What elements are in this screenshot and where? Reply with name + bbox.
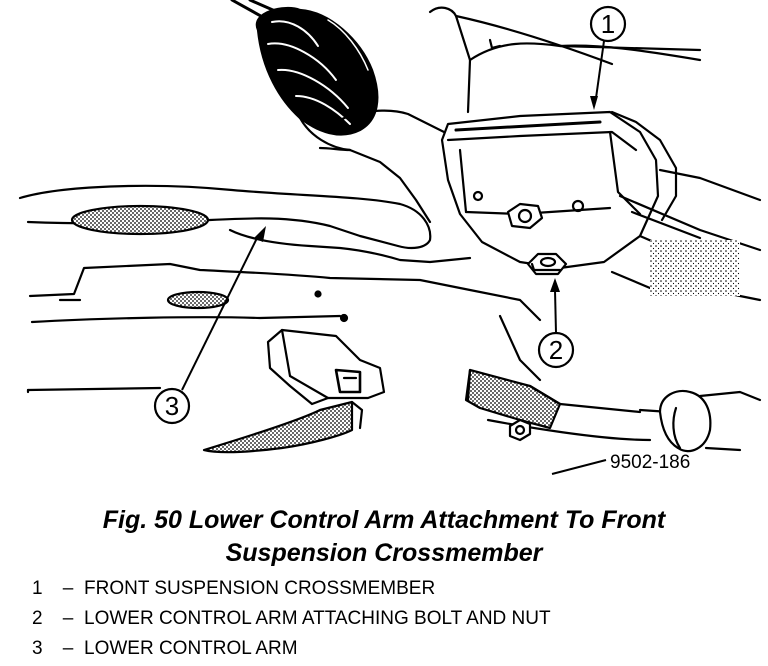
lower-bolt bbox=[526, 252, 568, 276]
callout-1-leader bbox=[595, 40, 605, 99]
legend-label: LOWER CONTROL ARM bbox=[84, 638, 298, 659]
figure-code: 9502-186 bbox=[551, 452, 690, 475]
callout-3-circle bbox=[153, 387, 191, 425]
callout-2-label: 2 bbox=[549, 335, 563, 365]
callout-2-leader bbox=[554, 289, 557, 334]
suspension-illustration: 1 2 3 9502-186 bbox=[18, 0, 762, 475]
figure-caption: Fig. 50 Lower Control Arm Attachment To … bbox=[0, 504, 768, 570]
frame-rail bbox=[610, 168, 762, 302]
callout-3: 3 bbox=[153, 226, 266, 425]
callout-1-arrowhead bbox=[590, 96, 598, 110]
callout-2-arrowhead bbox=[550, 278, 560, 292]
body-panel bbox=[428, 6, 702, 114]
crossmember-bracket bbox=[440, 110, 678, 270]
cv-boot bbox=[255, 6, 379, 136]
callout-1-label: 1 bbox=[601, 9, 615, 39]
legend-number: 3 bbox=[32, 638, 43, 659]
legend-number: 2 bbox=[32, 608, 43, 629]
legend-item: 1 – FRONT SUSPENSION CROSSMEMBER bbox=[32, 574, 551, 604]
callout-3-arrowhead bbox=[254, 226, 266, 242]
legend-item: 2 – LOWER CONTROL ARM ATTACHING BOLT AND… bbox=[32, 604, 551, 634]
caption-line-1: Fig. 50 Lower Control Arm Attachment To … bbox=[102, 506, 666, 534]
caption-line-2: Suspension Crossmember bbox=[225, 539, 543, 567]
callout-1: 1 bbox=[589, 5, 627, 110]
hub bbox=[658, 389, 762, 453]
callout-1-circle bbox=[589, 5, 627, 43]
legend-dash: – bbox=[62, 608, 74, 629]
callout-2: 2 bbox=[537, 278, 575, 369]
lower-bracket-left bbox=[202, 328, 386, 454]
legend-item: 3 – LOWER CONTROL ARM bbox=[32, 634, 551, 664]
callout-3-leader bbox=[181, 235, 259, 391]
callout-3-label: 3 bbox=[165, 391, 179, 421]
lower-control-arm bbox=[18, 109, 472, 310]
lower-body bbox=[26, 262, 702, 416]
legend-number: 1 bbox=[32, 578, 43, 599]
legend-dash: – bbox=[62, 638, 74, 659]
legend: 1 – FRONT SUSPENSION CROSSMEMBER 2 – LOW… bbox=[32, 574, 551, 664]
legend-label: LOWER CONTROL ARM ATTACHING BOLT AND NUT bbox=[84, 608, 551, 629]
lower-bracket-right bbox=[464, 368, 652, 442]
legend-dash: – bbox=[62, 578, 74, 599]
legend-label: FRONT SUSPENSION CROSSMEMBER bbox=[84, 578, 436, 599]
figure-code-text: 9502-186 bbox=[610, 452, 690, 473]
figure-code-leader bbox=[551, 459, 607, 475]
